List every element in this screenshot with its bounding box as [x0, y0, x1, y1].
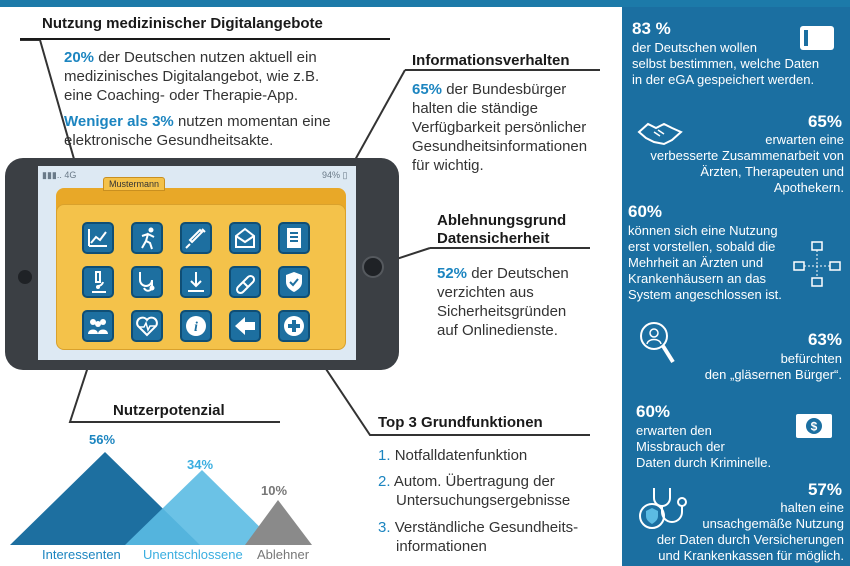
- shield-icon[interactable]: [278, 266, 310, 298]
- chart-icon[interactable]: [82, 222, 114, 254]
- money-icon: $: [796, 414, 832, 438]
- sidebar-stat5-text: erwarten den Missbrauch der Daten durch …: [636, 423, 772, 470]
- sidebar-stat5-pct: 60%: [636, 402, 671, 421]
- document-icon[interactable]: [278, 222, 310, 254]
- magnifier-person-icon: [640, 322, 675, 364]
- sidebar-stat1-pct: 83 %: [632, 19, 671, 38]
- tablet-home-button[interactable]: [362, 256, 384, 278]
- sidebar-stat6-pct: 57%: [807, 480, 842, 499]
- sidebar-stat3-text: können sich eine Nutzung erst vorstellen…: [628, 223, 782, 302]
- info-heading: Informationsverhalten: [412, 52, 570, 69]
- function-item-3: 3. Verständliche Gesundheits- informatio…: [378, 519, 579, 555]
- info-icon[interactable]: i: [180, 310, 212, 342]
- download-icon[interactable]: [180, 266, 212, 298]
- sidebar-stat4-pct: 63%: [807, 330, 842, 349]
- function-item-2: 2. Autom. Übertragung der Untersuchungse…: [378, 473, 571, 509]
- usage-stat2: Weniger als 3% nutzen momentan eine elek…: [64, 113, 331, 149]
- syringe-icon[interactable]: [180, 222, 212, 254]
- tablet-camera: [18, 270, 32, 284]
- sidebar-stat2-text: erwarten eine verbesserte Zusammenarbeit…: [650, 132, 844, 195]
- usage-stat2-pct: Weniger als 3%: [64, 113, 174, 130]
- usage-stat1: 20% der Deutschen nutzen aktuell ein med…: [64, 49, 320, 104]
- pills-icon[interactable]: [229, 266, 261, 298]
- mail-icon[interactable]: [229, 222, 261, 254]
- label-unentschlossene: Unentschlossene: [143, 547, 243, 562]
- heartbeat-icon[interactable]: [131, 310, 163, 342]
- usage-stat1-pct: 20%: [64, 49, 95, 66]
- signal-indicator: ▮▮▮.. 4G: [42, 170, 77, 180]
- network-icon: [793, 241, 841, 287]
- usage-underline: [20, 38, 390, 40]
- value-unentschlossene: 34%: [187, 457, 214, 472]
- sidebar-stat6-text: halten eine unsachgemäße Nutzung der Dat…: [656, 500, 844, 563]
- potential-heading: Nutzerpotenzial: [113, 402, 225, 419]
- info-pct: 65%: [412, 81, 443, 98]
- sidebar-stat4-text: befürchten den „gläsernen Bürger“.: [704, 351, 842, 382]
- medical-cross-icon[interactable]: [278, 310, 310, 342]
- runner-icon[interactable]: [131, 222, 163, 254]
- rejection-pct: 52%: [437, 265, 468, 282]
- handshake-icon: [637, 122, 683, 146]
- function-item-1: 1. Notfalldatenfunktion: [378, 447, 528, 464]
- microscope-icon[interactable]: [82, 266, 114, 298]
- folder-tab[interactable]: Mustermann: [103, 177, 165, 191]
- rejection-heading: Ablehnungsgrund Datensicherheit: [437, 212, 567, 247]
- label-ablehner: Ablehner: [257, 547, 310, 562]
- label-interessenten: Interessenten: [42, 547, 121, 562]
- card-icon: [800, 26, 834, 50]
- stethoscope-icon[interactable]: [131, 266, 163, 298]
- svg-text:$: $: [811, 420, 818, 434]
- rejection-stat: 52% der Deutschen verzichten aus Sicherh…: [437, 265, 569, 339]
- sidebar-stat1-text: der Deutschen wollen selbst bestimmen, w…: [632, 40, 820, 87]
- value-interessenten: 56%: [89, 432, 116, 447]
- triangle-ablehner: [245, 500, 312, 545]
- info-stat: 65% der Bundesbürger halten die ständige…: [412, 81, 588, 174]
- stethoscope-shield-icon: [639, 488, 687, 529]
- top-bar: [0, 0, 850, 7]
- potential-triangles: [10, 452, 312, 545]
- sidebar-stat2-pct: 65%: [807, 112, 842, 131]
- battery-indicator: 94% ▯: [322, 170, 348, 180]
- people-icon[interactable]: [82, 310, 114, 342]
- svg-text:i: i: [194, 320, 198, 335]
- value-ablehner: 10%: [261, 483, 288, 498]
- sidebar-stat3-pct: 60%: [628, 202, 663, 221]
- functions-heading: Top 3 Grundfunktionen: [378, 414, 543, 431]
- usage-heading: Nutzung medizinischer Digitalangebote: [42, 15, 323, 32]
- share-icon[interactable]: [229, 310, 261, 342]
- triangle-unentschlossene: [125, 470, 278, 545]
